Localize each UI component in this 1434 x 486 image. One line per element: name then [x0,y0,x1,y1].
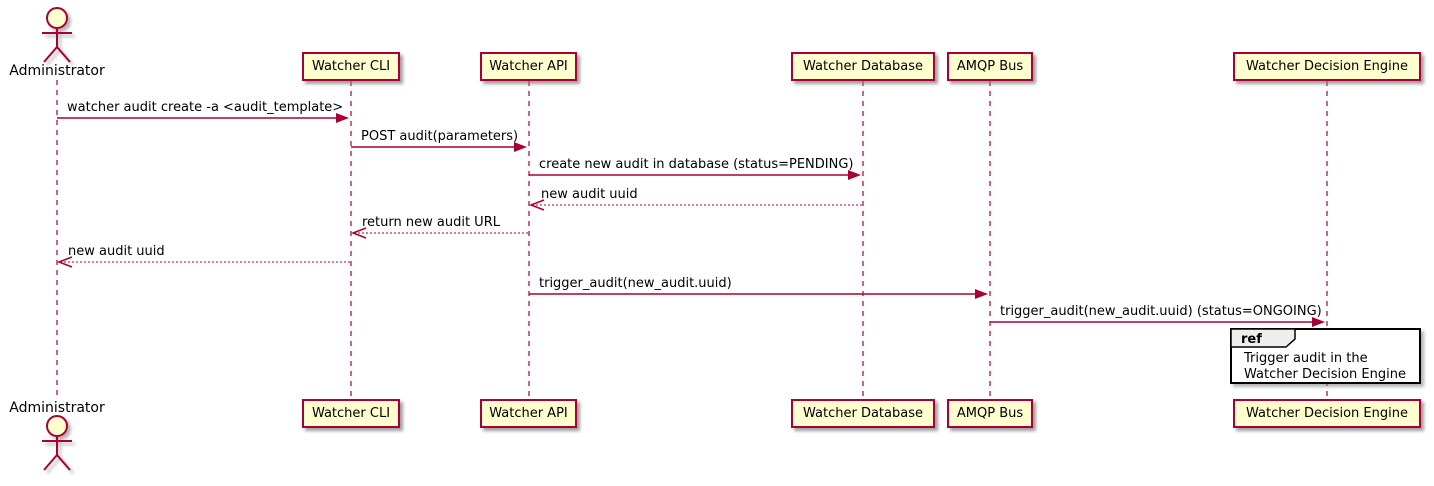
message-label-3: create new audit in database (status=PEN… [539,157,854,172]
message-label-4: new audit uuid [541,187,638,202]
message-label-2: POST audit(parameters) [361,129,519,144]
message-label-7: trigger_audit(new_audit.uuid) [539,276,732,291]
ref-fragment: ref Trigger audit in the Watcher Decisio… [1230,328,1421,384]
participant-box-watcher-cli-bottom: Watcher CLI [302,399,400,428]
message-arrow-5 [350,227,529,239]
actor-icon-bottom [42,415,72,471]
participant-box-watcher-database-top: Watcher Database [791,52,935,81]
participant-box-watcher-decision-engine-bottom: Watcher Decision Engine [1233,399,1421,428]
participant-box-watcher-api-top: Watcher API [480,52,577,81]
message-arrow-3 [529,170,861,180]
participant-box-watcher-database-bottom: Watcher Database [791,399,935,428]
actor-label-bottom: Administrator [9,400,105,416]
ref-line-1: Trigger audit in the [1243,351,1368,366]
message-label-6: new audit uuid [68,244,165,259]
ref-keyword: ref [1241,332,1262,347]
message-arrow-6 [56,256,351,268]
ref-header-pentagon [1230,328,1296,348]
participant-box-watcher-api-bottom: Watcher API [480,399,577,428]
participant-box-amqp-bus-top: AMQP Bus [947,52,1033,81]
actor-icon-top [42,7,72,63]
message-label-1: watcher audit create -a <audit_template> [67,100,344,115]
actor-label-top: Administrator [9,63,105,79]
message-arrow-1 [57,113,349,123]
message-arrow-2 [351,142,527,152]
message-label-8: trigger_audit(new_audit.uuid) (status=ON… [1000,304,1322,319]
participant-box-amqp-bus-bottom: AMQP Bus [947,399,1033,428]
message-arrows [56,113,1325,327]
participant-box-watcher-decision-engine-top: Watcher Decision Engine [1233,52,1421,81]
lifelines [56,80,1328,399]
message-label-5: return new audit URL [362,215,500,230]
message-arrow-4 [528,199,863,211]
message-arrow-8 [990,317,1325,327]
ref-line-2: Watcher Decision Engine [1244,367,1406,382]
message-arrow-7 [529,289,988,299]
participant-box-watcher-cli-top: Watcher CLI [302,52,400,81]
